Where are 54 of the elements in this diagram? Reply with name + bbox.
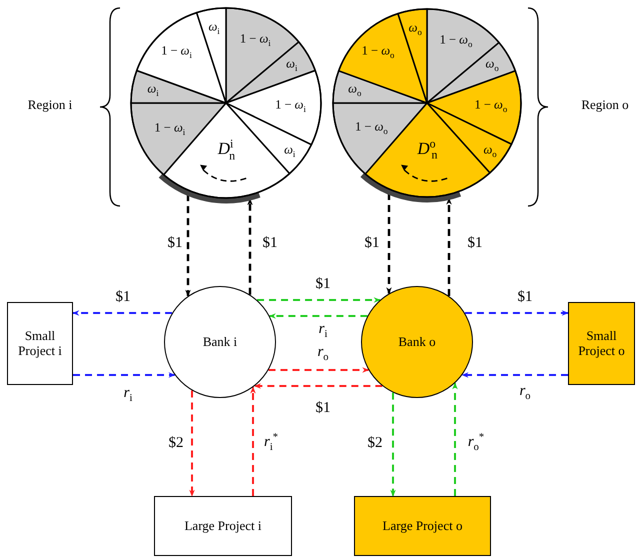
edge-label: $1 bbox=[314, 400, 332, 416]
slice-label: ω$_{i}$ bbox=[284, 143, 296, 159]
arrow bbox=[247, 198, 253, 295]
edge-label: $1 bbox=[114, 288, 132, 306]
arrow bbox=[386, 192, 392, 294]
slice-label: 1 − ω$_{o}$ bbox=[474, 98, 508, 114]
node-label: Small Project o bbox=[577, 328, 626, 358]
slice-label: ω$_{i}$ bbox=[208, 20, 220, 36]
slice-label: 1 − ω$_{o}$ bbox=[440, 33, 472, 48]
slice-label: 1 − ω$_{i}$ bbox=[154, 120, 186, 136]
node-label: Large Project i bbox=[184, 518, 262, 534]
arrow bbox=[185, 194, 191, 297]
project-box bbox=[354, 496, 491, 556]
slice-label: 1 − ω$_{i}$ bbox=[240, 32, 271, 48]
edge-label: $1 bbox=[516, 288, 534, 306]
node-label: Bank o bbox=[398, 334, 436, 350]
node-label: Small Project i bbox=[17, 328, 63, 358]
node-label: Bank i bbox=[202, 334, 238, 350]
arrow bbox=[73, 372, 176, 378]
edge-label: $1 bbox=[262, 234, 278, 252]
arrow bbox=[250, 386, 256, 496]
arrow bbox=[254, 383, 382, 389]
edge-label: $1 bbox=[466, 234, 484, 252]
arrow bbox=[390, 392, 396, 497]
arrow bbox=[72, 310, 172, 316]
edge-label: $1 bbox=[314, 276, 332, 292]
slice-label: 1 − ω$_{i}$ bbox=[275, 98, 306, 114]
slice-label: ω$_{i}$ bbox=[286, 57, 298, 73]
arrow bbox=[268, 367, 370, 373]
arrow bbox=[446, 198, 452, 296]
region-label: Region o bbox=[581, 97, 629, 113]
slice-label: ω$_{o}$ bbox=[483, 142, 497, 158]
arrow bbox=[189, 390, 195, 497]
slice-label: ω$_{o}$ bbox=[348, 82, 362, 98]
arrow bbox=[464, 310, 569, 316]
project-box bbox=[7, 302, 73, 385]
arrow bbox=[462, 372, 568, 378]
slice-label: 1 − ω$_{o}$ bbox=[355, 120, 388, 136]
slice-label: ω$_{o}$ bbox=[408, 21, 422, 36]
edge-label: $2 bbox=[366, 434, 384, 452]
node-label: Large Project o bbox=[382, 518, 462, 534]
edge-label: $2 bbox=[168, 434, 184, 452]
arrow bbox=[452, 382, 458, 496]
slice-label: ω$_{o}$ bbox=[486, 58, 499, 74]
edge-label: $1 bbox=[166, 234, 184, 252]
region-label: Region i bbox=[28, 97, 72, 113]
arrow bbox=[257, 297, 381, 303]
edge-label: $1 bbox=[364, 234, 380, 252]
slice-label: ω$_{i}$ bbox=[147, 82, 159, 98]
slice-label: 1 − ω$_{o}$ bbox=[362, 44, 394, 60]
project-box bbox=[568, 302, 635, 385]
arrow bbox=[268, 313, 368, 319]
project-box bbox=[154, 496, 292, 556]
slice-label: 1 − ω$_{i}$ bbox=[161, 44, 192, 60]
